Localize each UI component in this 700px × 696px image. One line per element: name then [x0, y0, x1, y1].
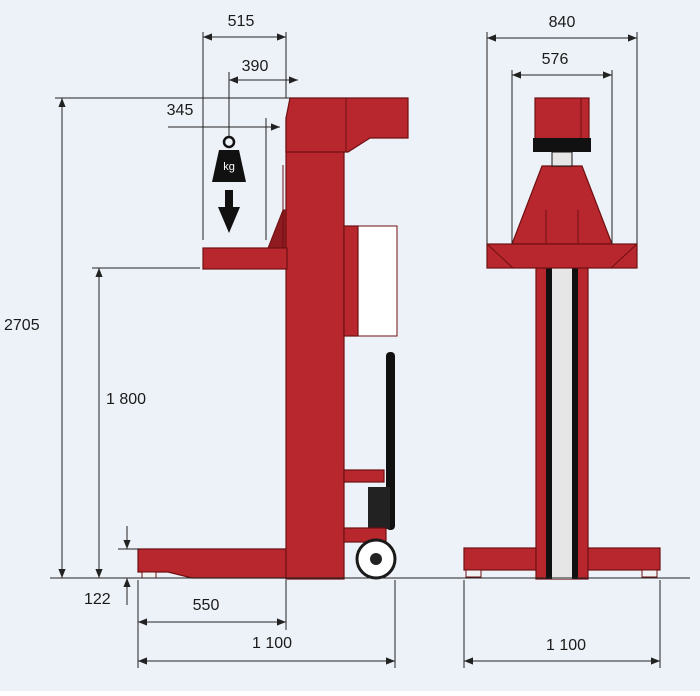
front-view: [463, 97, 661, 580]
arm-bevel-right: [610, 243, 638, 269]
side-pump-base: [343, 469, 385, 483]
dim-total-height: 2705: [4, 317, 40, 334]
side-pump-block: [368, 487, 390, 529]
dim-load-offset: 390: [242, 58, 269, 75]
weight-kg-icon: kg: [212, 135, 246, 233]
dim-inner-width: 576: [542, 51, 569, 68]
dim-outer-width: 840: [549, 14, 576, 31]
dimension-lines: [50, 32, 690, 668]
weight-kg-label: kg: [223, 161, 235, 173]
dimension-labels: 515 390 345 2705 1 800 122 550 1 100 840…: [4, 13, 586, 654]
side-motor-strip: [343, 225, 359, 337]
front-arm: [486, 243, 638, 269]
side-handle: [386, 352, 395, 530]
front-head-band: [533, 138, 591, 152]
front-column-rail-left: [546, 268, 552, 579]
front-head-slot: [551, 151, 573, 167]
front-column-slot: [552, 268, 572, 579]
dim-top-width: 515: [228, 13, 255, 30]
side-wheel-hub: [370, 553, 382, 565]
front-head: [534, 97, 590, 141]
front-column-rail-right: [572, 268, 578, 579]
front-base-foot-right: [641, 569, 658, 578]
dim-half-base: 550: [193, 597, 220, 614]
side-column: [285, 117, 345, 580]
side-fork: [202, 247, 288, 270]
dim-base-length-front: 1 100: [546, 637, 586, 654]
arm-bevel-left: [486, 243, 514, 269]
dim-fork-offset: 345: [167, 102, 194, 119]
side-column-head: [285, 97, 409, 153]
dim-base-length-side: 1 100: [252, 635, 292, 652]
side-view: [137, 97, 409, 580]
dim-fork-height: 1 800: [106, 391, 146, 408]
front-base-foot-left: [465, 569, 482, 578]
dim-foot-height: 122: [84, 591, 111, 608]
side-base-wheel: [141, 571, 157, 579]
